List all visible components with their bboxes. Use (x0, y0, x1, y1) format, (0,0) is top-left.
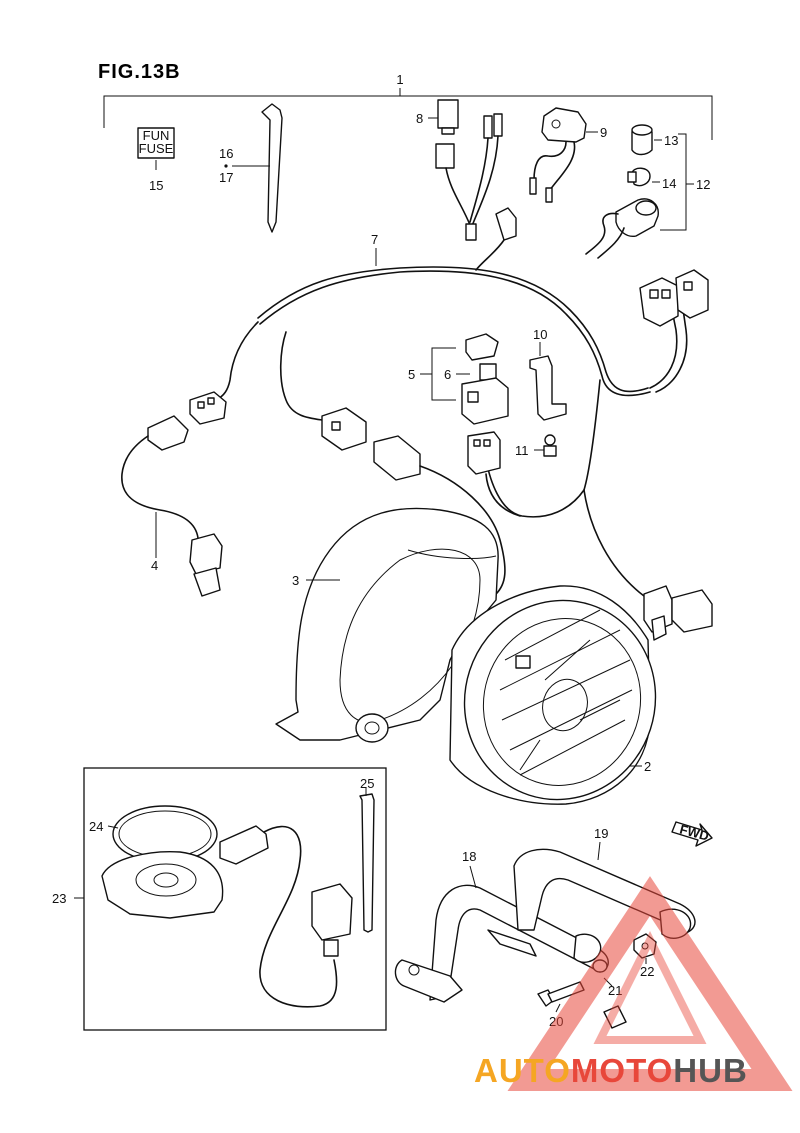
part-label-3: 3 (292, 573, 299, 588)
watermark-text-auto: AUTO (474, 1052, 571, 1089)
separator-dot (224, 164, 228, 168)
part-label-17: 17 (219, 170, 233, 185)
watermark-text-moto: MOTO (571, 1052, 673, 1089)
figure-title: FIG.13B (98, 61, 181, 83)
fuse-part-15: FUN FUSE (137, 127, 175, 170)
part-label-15: 15 (149, 178, 163, 193)
part-label-23: 23 (52, 891, 66, 906)
svg-text:AUTOMOTOHUB: AUTOMOTOHUB (474, 1052, 748, 1089)
fuse-holder-part-8 (428, 99, 517, 271)
relay-part-9 (529, 107, 598, 203)
part-label-24: 24 (89, 819, 103, 834)
connectors-left (121, 391, 227, 539)
part1-bracket (103, 88, 713, 140)
part-label-4: 4 (151, 558, 158, 573)
part-label-16: 16 (219, 146, 233, 161)
fuse-text-1: FUN (143, 128, 170, 143)
bulb-socket-parts-12-14 (585, 124, 694, 259)
part-label-9: 9 (600, 125, 607, 140)
part-label-19: 19 (594, 826, 608, 841)
part-label-11: 11 (515, 443, 529, 458)
part-label-18: 18 (462, 849, 476, 864)
fan-connectors-right (643, 585, 713, 641)
part-label-14: 14 (662, 176, 676, 191)
bracket-part-10 (529, 342, 567, 421)
part-label-21: 21 (608, 983, 622, 998)
watermark-text-hub: HUB (673, 1052, 748, 1089)
screw-part-11 (534, 434, 557, 457)
part-label-22: 22 (640, 964, 654, 979)
clamp-part-16 (232, 103, 283, 233)
connector-under-relay (467, 431, 521, 517)
main-harness-part-7 (215, 248, 688, 597)
watermark-triangle-icon (507, 876, 793, 1091)
sensor-part-4 (155, 512, 223, 597)
part-label-10: 10 (533, 327, 547, 342)
watermark-logo: AUTOMOTOHUB (474, 876, 793, 1091)
fuse-text-2: FUSE (139, 141, 174, 156)
fwd-text: FWD (678, 821, 710, 843)
kit-box-part-23 (74, 767, 387, 1031)
part-label-6: 6 (444, 367, 451, 382)
part-label-25: 25 (360, 776, 374, 791)
part-label-5: 5 (408, 367, 415, 382)
connectors-center (321, 407, 506, 661)
nut-part-22 (633, 933, 657, 964)
part-label-2: 2 (644, 759, 651, 774)
relay-assembly-parts-5-6 (420, 333, 509, 425)
part-label-1: 1 (396, 72, 403, 87)
fan-part-2 (449, 585, 657, 805)
part-label-12: 12 (696, 177, 710, 192)
part-label-7: 7 (371, 232, 378, 247)
part-label-13: 13 (664, 133, 678, 148)
coupler-connectors-top-right (639, 269, 709, 327)
part-label-8: 8 (416, 111, 423, 126)
forward-arrow-icon: FWD (671, 821, 713, 847)
